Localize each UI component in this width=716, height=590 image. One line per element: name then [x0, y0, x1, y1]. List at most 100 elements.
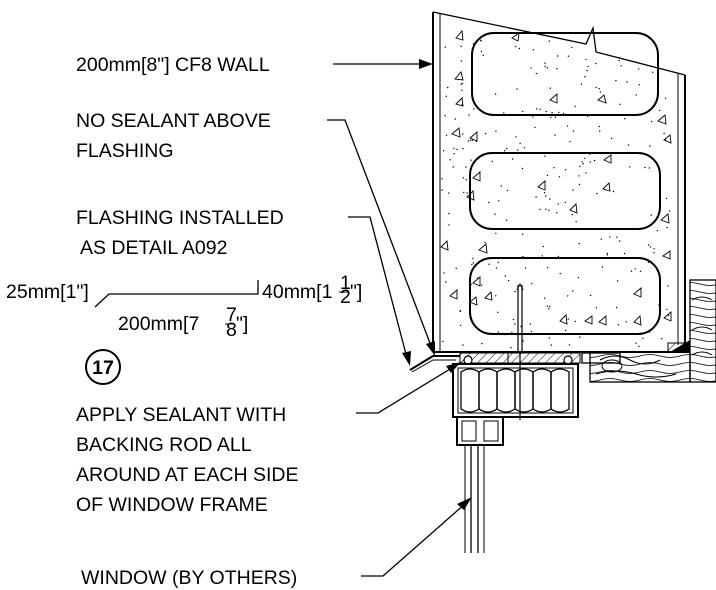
concrete-stipple	[544, 65, 546, 68]
concrete-stipple	[668, 210, 671, 212]
concrete-stipple	[447, 86, 449, 89]
concrete-stipple	[520, 325, 522, 328]
leader-flashing	[348, 216, 411, 366]
interior-wood-sill	[589, 279, 716, 383]
concrete-stipple	[567, 318, 569, 320]
concrete-stipple	[610, 137, 613, 140]
concrete-stipple	[544, 62, 546, 64]
concrete-stipple	[584, 157, 586, 159]
concrete-stipple	[522, 256, 524, 258]
svg-text:40mm[1: 40mm[1	[262, 281, 332, 303]
concrete-stipple	[562, 112, 565, 115]
concrete-stipple	[564, 169, 567, 171]
concrete-stipple	[462, 344, 464, 346]
concrete-stipple	[578, 242, 580, 245]
concrete-stipple	[549, 198, 551, 200]
sealant-label-line2: BACKING ROD ALL	[76, 434, 252, 456]
concrete-stipple	[522, 233, 524, 235]
concrete-stipple	[470, 159, 472, 161]
wall-label: 200mm[8"] CF8 WALL	[76, 54, 270, 76]
concrete-stipple	[623, 252, 626, 255]
concrete-stipple	[640, 48, 642, 50]
concrete-stipple	[634, 268, 636, 270]
concrete-stipple	[653, 248, 655, 250]
concrete-stipple	[616, 236, 618, 238]
concrete-stipple	[653, 252, 655, 254]
foam-insert-top	[471, 32, 659, 116]
concrete-stipple	[615, 79, 617, 82]
concrete-stipple	[443, 272, 445, 274]
concrete-stipple	[471, 263, 473, 266]
concrete-stipple	[557, 255, 560, 258]
concrete-stipple	[647, 244, 650, 246]
concrete-stipple	[635, 94, 637, 96]
concrete-stipple	[651, 120, 653, 123]
concrete-stipple	[558, 176, 561, 178]
concrete-stipple	[497, 331, 499, 333]
concrete-stipple	[449, 159, 451, 161]
concrete-stipple	[534, 126, 536, 129]
concrete-stipple	[595, 62, 597, 65]
concrete-stipple	[606, 252, 608, 255]
concrete-stipple	[618, 240, 621, 242]
concrete-stipple	[663, 39, 665, 42]
concrete-stipple	[567, 55, 570, 57]
concrete-stipple	[456, 148, 458, 151]
svg-text:200mm[7: 200mm[7	[118, 313, 199, 335]
concrete-stipple	[568, 344, 571, 346]
concrete-stipple	[627, 144, 630, 146]
concrete-stipple	[642, 337, 644, 339]
concrete-stipple	[587, 65, 589, 68]
concrete-stipple	[631, 228, 634, 230]
concrete-stipple	[582, 163, 584, 165]
concrete-stipple	[488, 263, 490, 265]
concrete-stipple	[650, 214, 652, 216]
concrete-stipple	[516, 88, 518, 90]
concrete-stipple	[567, 295, 569, 297]
concrete-stipple	[445, 134, 448, 137]
concrete-stipple	[495, 130, 497, 132]
concrete-stipple	[566, 125, 569, 127]
concrete-stipple	[652, 71, 654, 74]
concrete-stipple	[497, 261, 499, 264]
concrete-stipple	[441, 178, 443, 180]
flashing-dimension-sketch	[94, 280, 259, 308]
item-number: 17	[92, 357, 114, 379]
concrete-stipple	[539, 108, 541, 111]
concrete-stipple	[609, 236, 611, 238]
concrete-stipple	[530, 330, 533, 333]
concrete-stipple	[546, 67, 549, 69]
dim-right-denominator: 2	[340, 286, 351, 308]
concrete-stipple	[556, 68, 558, 70]
concrete-stipple	[638, 345, 640, 348]
concrete-stipple	[448, 192, 450, 194]
concrete-stipple	[649, 246, 652, 248]
concrete-stipple	[512, 318, 515, 321]
concrete-stipple	[472, 43, 474, 45]
concrete-stipple	[550, 344, 552, 346]
concrete-stipple	[600, 238, 602, 240]
concrete-stipple	[550, 116, 552, 119]
svg-text:"]: "]	[350, 281, 362, 303]
concrete-stipple	[656, 230, 658, 232]
concrete-stipple	[593, 159, 596, 162]
concrete-stipple	[585, 172, 587, 174]
concrete-stipple	[536, 108, 538, 110]
concrete-stipple	[467, 140, 470, 142]
concrete-stipple	[549, 87, 551, 89]
concrete-stipple	[564, 201, 567, 204]
concrete-stipple	[648, 167, 650, 169]
concrete-stipple	[571, 46, 573, 49]
concrete-stipple	[579, 336, 581, 338]
concrete-stipple	[580, 83, 583, 85]
concrete-stipple	[638, 68, 640, 70]
concrete-stipple	[471, 139, 474, 141]
concrete-stipple	[462, 177, 465, 179]
dim-bottom-denominator: 8	[226, 319, 237, 341]
concrete-stipple	[495, 295, 497, 297]
concrete-stipple	[617, 324, 620, 326]
concrete-stipple	[475, 140, 478, 143]
leader-wall	[333, 59, 433, 69]
concrete-stipple	[548, 337, 550, 339]
concrete-stipple	[558, 111, 560, 114]
